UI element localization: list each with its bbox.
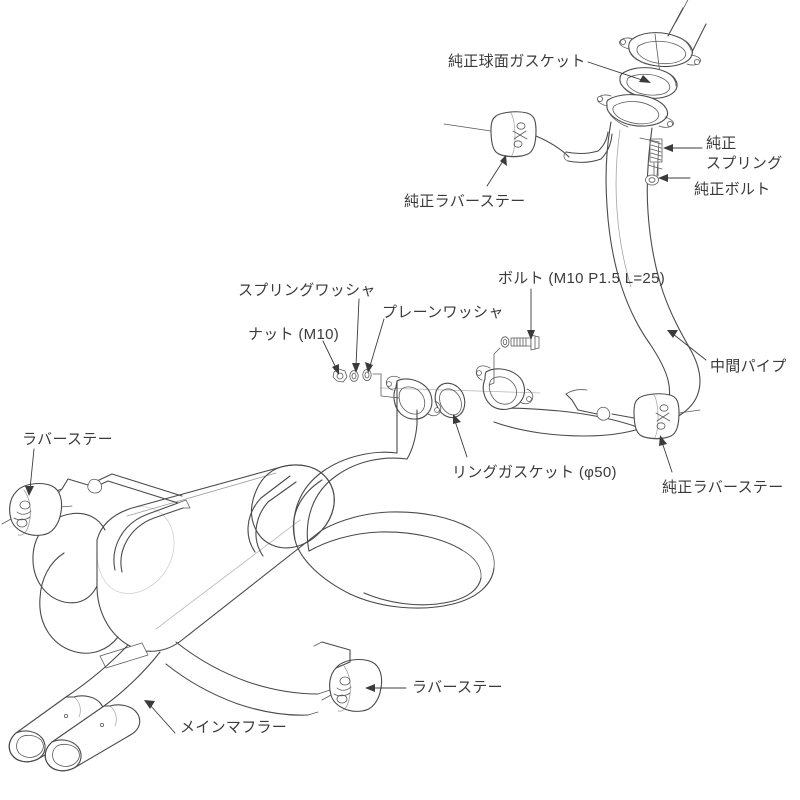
fastener-stack-left <box>332 368 400 399</box>
callout-bolt-m10: ボルト (M10 P1.5 L=25) <box>498 270 666 287</box>
callout-main-muffler: メインマフラー <box>180 719 288 736</box>
genuine-spring-and-bolt <box>639 137 663 186</box>
callout-rubber-stay-left: ラバーステー <box>22 431 113 448</box>
callout-genuine-spring: 純正 スプリング <box>706 135 783 173</box>
callout-genuine-bolt: 純正ボルト <box>694 181 771 198</box>
nut-m10-icon <box>332 368 348 383</box>
rubber-stay-right <box>313 641 383 712</box>
callout-spring-washer: スプリングワッシャ <box>238 282 376 299</box>
genuine-rubber-stay-lower <box>565 389 701 440</box>
front-flange-assembly <box>597 32 701 128</box>
callout-nut-m10: ナット (M10) <box>248 326 340 343</box>
callout-genuine-spherical-gasket: 純正球面ガスケット <box>448 53 586 70</box>
rubber-stay-left <box>1 483 73 536</box>
callout-mid-pipe: 中間パイプ <box>710 358 787 375</box>
callout-genuine-rubber-stay-lower: 純正ラバーステー <box>662 479 784 496</box>
fastener-bolt-right <box>488 334 540 386</box>
genuine-spring-icon <box>649 138 663 163</box>
callout-rubber-stay-right: ラバーステー <box>412 679 503 696</box>
callout-genuine-rubber-stay-upper: 純正ラバーステー <box>404 193 526 210</box>
genuine-bolt-icon <box>645 174 659 186</box>
main-muffler <box>8 380 495 772</box>
callout-plain-washer: プレーンワッシャ <box>382 304 504 321</box>
leader-lines <box>25 61 707 734</box>
callout-ring-gasket: リングガスケット (φ50) <box>452 464 617 481</box>
mid-pipe-lower-run <box>493 407 641 437</box>
genuine-rubber-stay-upper <box>443 111 613 163</box>
tail-tip-2 <box>44 704 141 772</box>
mid-flange-joint <box>379 365 541 420</box>
upper-inlet-pipe <box>667 0 707 53</box>
bolt-m10-icon <box>500 334 540 351</box>
spring-washer-icon <box>349 370 359 382</box>
plain-washer-icon <box>362 368 372 381</box>
